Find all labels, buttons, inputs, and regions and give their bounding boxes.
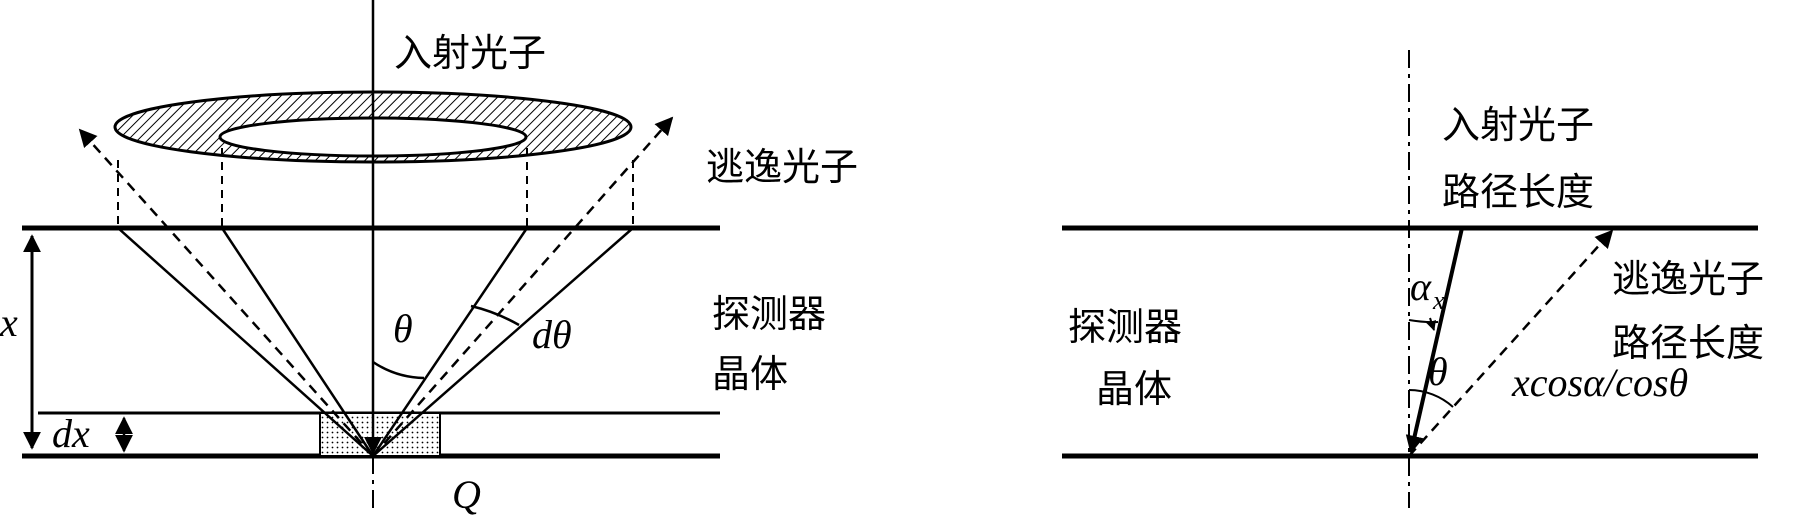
incident-photon-label: 入射光子 [394,31,546,75]
right-crystal-label-line1: 探测器 [1068,305,1182,349]
q-point-label: Q [452,472,481,517]
right-diagram: 入射光子 路径长度 探测器 晶体 逃逸光子 路径长度 α x θ xcosα/c… [1062,50,1764,508]
dtheta-arc [470,304,520,327]
incident-path-line [1405,227,1464,454]
escape-photon-ray-right [372,116,674,457]
alpha-arc-arrow [1426,317,1436,331]
cone-line-2 [220,227,375,457]
right-crystal-label-line2: 晶体 [1096,367,1172,411]
incident-path-label-line2: 路径长度 [1442,170,1594,214]
cone-line-3 [371,227,529,457]
dtheta-label: dθ [532,312,572,357]
escape-photon-ray-left [78,128,374,457]
escape-path-formula: xcosα/cosθ [1511,360,1688,405]
escape-path-label-line2: 路径长度 [1612,321,1764,365]
incident-path-label-line1: 入射光子 [1442,103,1594,147]
crystal-label-line1: 探测器 [712,292,826,336]
theta-label: θ [393,306,413,351]
escape-path-line [1408,229,1614,457]
escape-photon-label: 逃逸光子 [706,145,858,189]
alpha-label: α [1410,264,1432,309]
alpha-arc [1408,319,1439,324]
theta-label-right: θ [1428,349,1448,394]
cone-line-1 [117,227,374,457]
left-diagram: 入射光子 逃逸光子 探测器 晶体 θ dθ x dx Q [0,0,858,517]
theta-arc-right [1408,389,1454,408]
theta-arc [372,360,425,380]
x-label: x [0,300,18,345]
crystal-label-line2: 晶体 [712,352,788,396]
escape-path-label-line1: 逃逸光子 [1612,257,1764,301]
alpha-subscript: x [1432,286,1445,315]
dx-label: dx [52,411,90,456]
cone-line-4 [372,227,634,457]
